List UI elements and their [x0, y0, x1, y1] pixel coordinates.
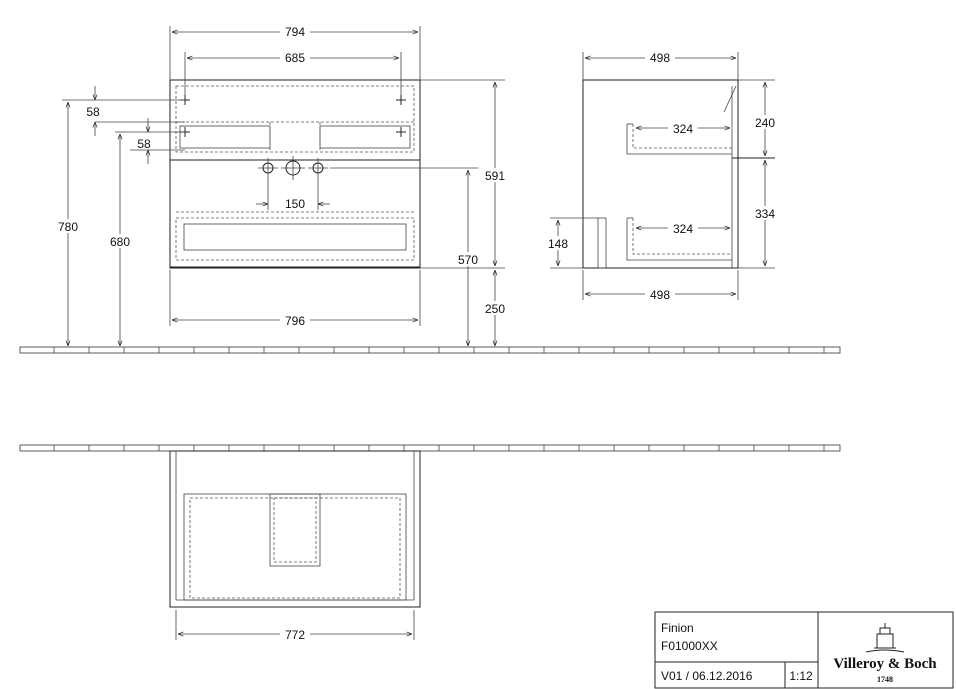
- article-number: F01000XX: [661, 639, 718, 653]
- dim-shelf-depth-upper: 324: [673, 122, 693, 136]
- dim-shelf-depth-lower: 324: [673, 222, 693, 236]
- dim-cabinet-height: 591: [485, 169, 505, 183]
- dim-fixing-offset-second: 58: [137, 137, 151, 151]
- dim-tap-height: 570: [458, 253, 478, 267]
- brand-name: Villeroy & Boch: [833, 656, 937, 672]
- side-outline: [582, 79, 739, 269]
- dim-lower-front-height: 148: [548, 237, 568, 251]
- dim-fixing-distance: 685: [285, 51, 305, 65]
- plan-outline: [169, 450, 421, 608]
- dim-height-fixing: 680: [110, 235, 130, 249]
- floor-line: [19, 346, 841, 354]
- tap-holes: [258, 156, 328, 180]
- cabinet-outline: [169, 79, 421, 269]
- brand-year: 1748: [877, 675, 893, 684]
- dim-bottom-width: 796: [285, 314, 305, 328]
- dim-depth-top: 498: [650, 51, 670, 65]
- dim-fixing-offset-top: 58: [86, 105, 100, 119]
- plan-siphon-cutout: [269, 493, 321, 567]
- dim-upper-height: 240: [755, 116, 775, 130]
- dim-depth-bottom: 498: [650, 288, 670, 302]
- plan-drawer: [183, 493, 407, 601]
- dim-lower-height: 334: [755, 207, 775, 221]
- dim-inner-width: 772: [285, 628, 305, 642]
- wall-line: [19, 444, 841, 452]
- title-block: Finion F01000XX V01 / 06.12.2016 1:12 Vi…: [654, 611, 954, 689]
- dim-height-total: 780: [58, 220, 78, 234]
- side-view: 498 498 324 324 240 334 148: [544, 50, 779, 302]
- drawing-scale: 1:12: [789, 669, 813, 683]
- product-name: Finion: [661, 621, 694, 635]
- dim-tap-spacing: 150: [285, 197, 305, 211]
- plan-view: 772: [169, 450, 421, 642]
- fixing-marks: [180, 95, 406, 137]
- front-view: 794 685 150 796 58 58 780: [55, 24, 509, 346]
- brand-logo: Villeroy & Boch 1748: [833, 623, 937, 684]
- dim-floor-clearance: 250: [485, 302, 505, 316]
- upper-drawer-hidden: [175, 85, 415, 153]
- dim-overall-width: 794: [285, 25, 305, 39]
- version-date: V01 / 06.12.2016: [661, 669, 753, 683]
